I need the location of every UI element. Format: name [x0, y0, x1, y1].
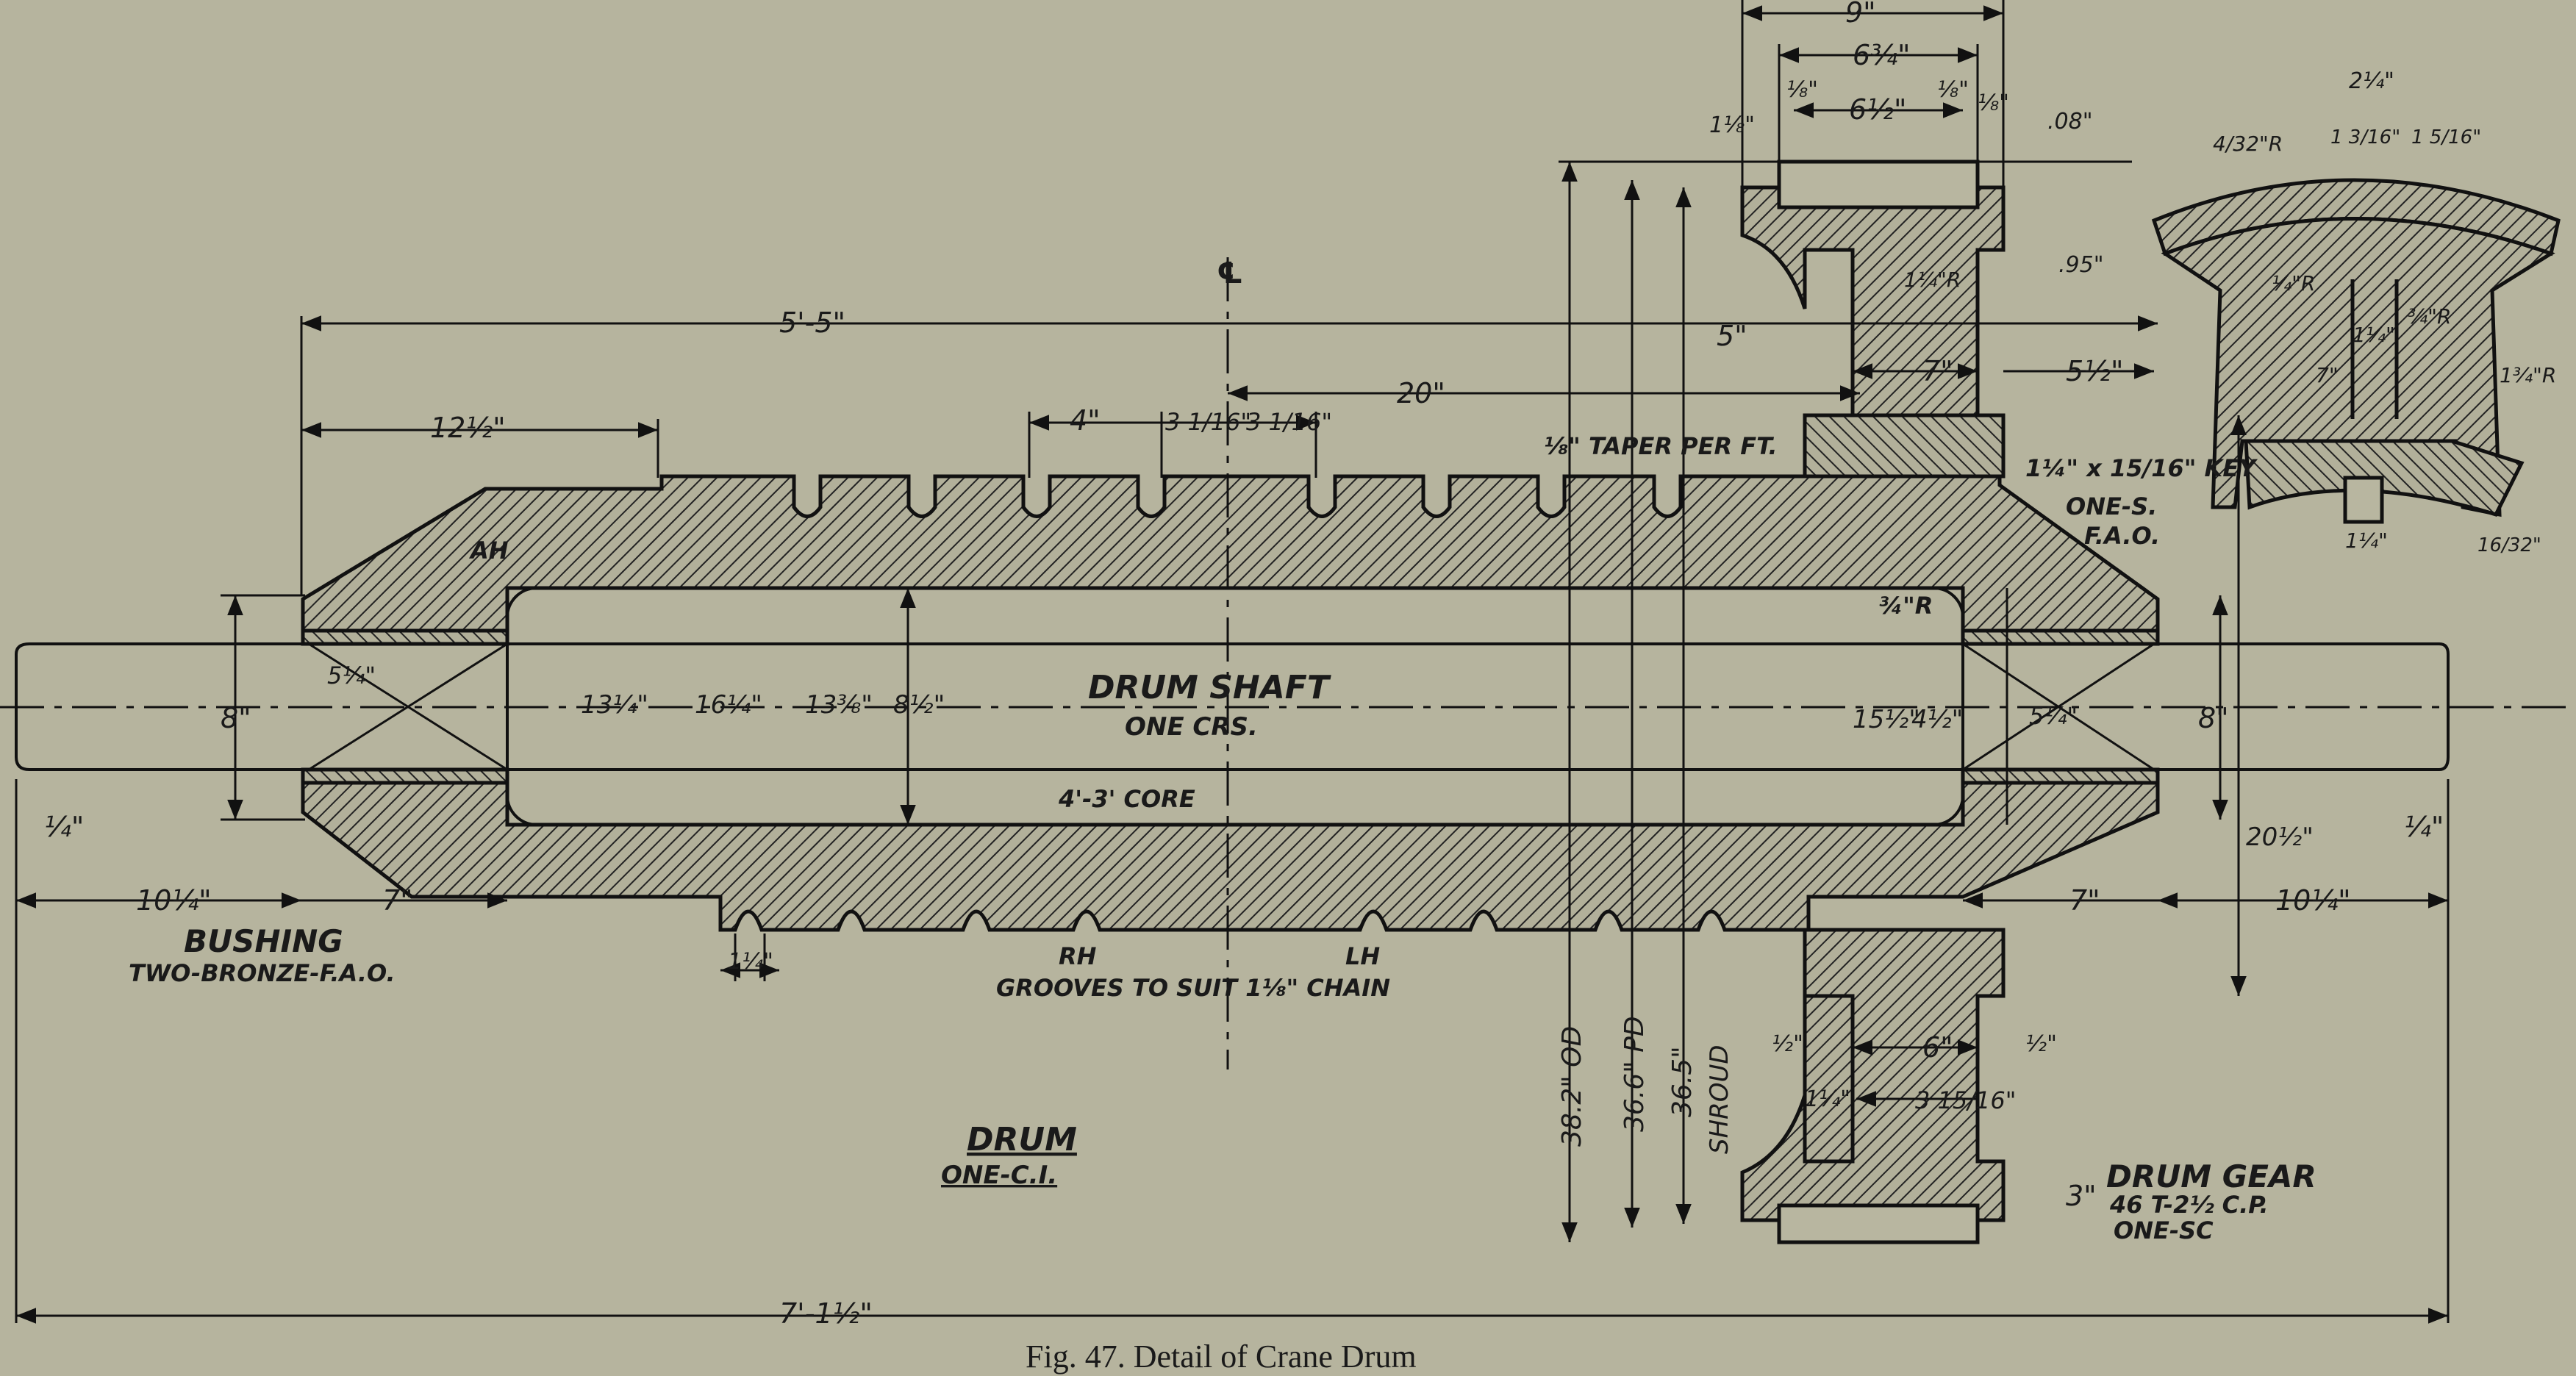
- dim-pitch-3-1-16-a: 3 1/16": [1165, 408, 1251, 436]
- figure-caption: Fig. 47. Detail of Crane Drum: [1026, 1339, 1417, 1375]
- dim-pd-36-6: 36.6" PD: [1620, 1016, 1650, 1132]
- dim-tooth-16-32: 16/32": [2477, 534, 2541, 556]
- dim-gear-6-75: 6¾": [1853, 39, 1911, 71]
- dimension-values: 7'-1½" 5'-5" 12½" 20" 4" 3 1/16" 3 1/16"…: [44, 0, 2556, 1330]
- dim-16-25: 16¼": [695, 690, 762, 720]
- bushing-left-bottom: [301, 767, 509, 785]
- drawing-labels: DRUM SHAFT ONE CRS. 4'-3' CORE BUSHING T…: [129, 257, 2316, 1244]
- dim-end-quarter-left: ¼": [44, 811, 84, 843]
- grooves-label: GROOVES TO SUIT 1⅛" CHAIN: [996, 974, 1390, 1002]
- key-material-label: ONE-S.: [2066, 492, 2157, 520]
- dim-right-7: 7": [2069, 884, 2100, 917]
- dim-gear-1-25-r: 1¼"R: [1904, 268, 1961, 292]
- drum-lower-wall: [301, 781, 2160, 932]
- dim-4-5: 4½": [1911, 705, 1963, 734]
- bushing-right-top: [1961, 628, 2160, 646]
- groove-lh-label: LH: [1345, 942, 1380, 970]
- dim-groove-width: 1¼": [728, 949, 773, 975]
- dim-gear-1-8-left: 1⅛": [1709, 112, 1755, 138]
- dim-gear-face: 9": [1845, 0, 1876, 29]
- drum-label: DRUM: [967, 1121, 1077, 1158]
- dim-tooth-1-5-16: 1 5/16": [2411, 126, 2481, 148]
- dim-tooth-1-75-r: 1¾"R: [2500, 363, 2556, 387]
- dim-gear-5in: 5": [1717, 320, 1747, 352]
- dim-gear-eighth-a: ⅛": [1786, 77, 1818, 103]
- dim-gear-6-5: 6½": [1849, 93, 1907, 126]
- dim-bush-bore-left: 5¼": [327, 662, 376, 689]
- dim-end-quarter-right: ¼": [2404, 811, 2444, 843]
- dim-hub-3-15-16: 3 15/16": [1915, 1086, 2016, 1114]
- dim-20-5: 20½": [2246, 823, 2314, 852]
- centerline-mark: ℄: [1217, 257, 1243, 290]
- dim-tooth-2-25: 2¼": [2349, 68, 2394, 94]
- dim-12-5: 12½": [430, 412, 506, 444]
- dim-shaft-dia-right: 8": [2198, 702, 2229, 734]
- dim-hub-half-right: ½": [2025, 1031, 2057, 1057]
- shaft-material-label: ONE CRS.: [1125, 712, 1258, 742]
- dim-20: 20": [1397, 377, 1445, 409]
- key-label: 1¼" x 15/16" KEY: [2025, 454, 2258, 482]
- dim-gear-0-8: .08": [2047, 109, 2093, 135]
- dim-tooth-1-25: 1¼": [2353, 323, 2395, 347]
- bushing-label: BUSHING: [184, 923, 343, 959]
- dim-shaft-dia-left: 8": [221, 702, 251, 734]
- dim-hub-6: 6": [1922, 1031, 1953, 1064]
- dim-tooth-1-25-b: 1¼": [2345, 528, 2388, 553]
- dim-15-5: 15½": [1853, 705, 1920, 734]
- drum-gear-label: DRUM GEAR: [2106, 1158, 2316, 1194]
- dim-gear-7in: 7": [1922, 355, 1953, 387]
- dim-gear-1-8-right: ⅛": [1978, 90, 2009, 116]
- ah-label: AH: [468, 537, 509, 565]
- dim-tooth-7: 7": [2316, 363, 2339, 387]
- dim-drum-length: 5'-5": [779, 307, 845, 339]
- taper-label: ⅛" TAPER PER FT.: [1544, 432, 1778, 460]
- gear-upper-tooth: [1777, 160, 1980, 209]
- dim-gear-eighth-b: ⅛": [1937, 77, 1969, 103]
- dim-od-38: 38.2" OD: [1557, 1026, 1587, 1147]
- dim-bush-bore-right: 5¼": [2029, 702, 2078, 730]
- gear-material-label: ONE-SC: [2114, 1216, 2214, 1244]
- gear-lower-tooth: [1777, 1203, 1980, 1244]
- key-fao-label: F.A.O.: [2084, 522, 2160, 550]
- groove-rh-label: RH: [1059, 942, 1097, 970]
- dim-hub-half-left: ½": [1772, 1031, 1803, 1057]
- dim-gear-95: .95": [2058, 252, 2104, 278]
- dim-tooth-3-4-r: ¾"R: [2408, 304, 2451, 329]
- dim-overall-length: 7'-1½": [779, 1297, 873, 1330]
- core-label: 4'-3' CORE: [1058, 785, 1195, 813]
- gear-spec-label: 46 T-2½ C.P.: [2109, 1191, 2269, 1219]
- dim-shroud-label: SHROUD: [1705, 1044, 1734, 1154]
- dim-hub-1-25: 1¼": [1805, 1086, 1850, 1112]
- dimension-lines: [15, 0, 2450, 1324]
- dim-gear-5-5: 5½": [2066, 355, 2124, 387]
- dim-tooth-quarter-r: ¼"R: [2272, 271, 2315, 295]
- bushing-right-bottom: [1961, 767, 2160, 785]
- dim-8-5: 8½": [893, 690, 945, 720]
- gear-lower-rim: [1740, 928, 2006, 1222]
- dim-13-375: 13⅜": [805, 690, 873, 720]
- drum-material-label: ONE-C.I.: [941, 1161, 1057, 1190]
- drum-shaft: [0, 642, 2576, 771]
- dim-tooth-1-3-16: 1 3/16": [2330, 126, 2400, 148]
- drum-shaft-label: DRUM SHAFT: [1088, 669, 1331, 706]
- bushing-spec-label: TWO-BRONZE-F.A.O.: [129, 959, 396, 987]
- drum-section: [301, 474, 2160, 932]
- drum-gear-section: [1740, 160, 2006, 1244]
- gear-hub: [1803, 413, 2006, 479]
- dim-13-25: 13¼": [581, 690, 648, 720]
- gear-tooth-detail: [2151, 178, 2561, 524]
- dim-pitch-3-1-16-b: 3 1/16": [1246, 408, 1332, 436]
- dim-tooth-4-32-r: 4/32"R: [2213, 132, 2283, 156]
- dim-hub-3in: 3": [2066, 1180, 2097, 1212]
- bushing-left-top: [301, 628, 509, 646]
- dim-right-10-25: 10¼": [2275, 884, 2351, 917]
- dim-pitch-4: 4": [1070, 404, 1101, 437]
- dim-left-10-25: 10¼": [136, 884, 212, 917]
- fillet-label: ¾"R: [1878, 592, 1933, 620]
- dim-shroud-36-5: 36.5": [1667, 1046, 1697, 1117]
- dim-left-7: 7": [382, 884, 413, 917]
